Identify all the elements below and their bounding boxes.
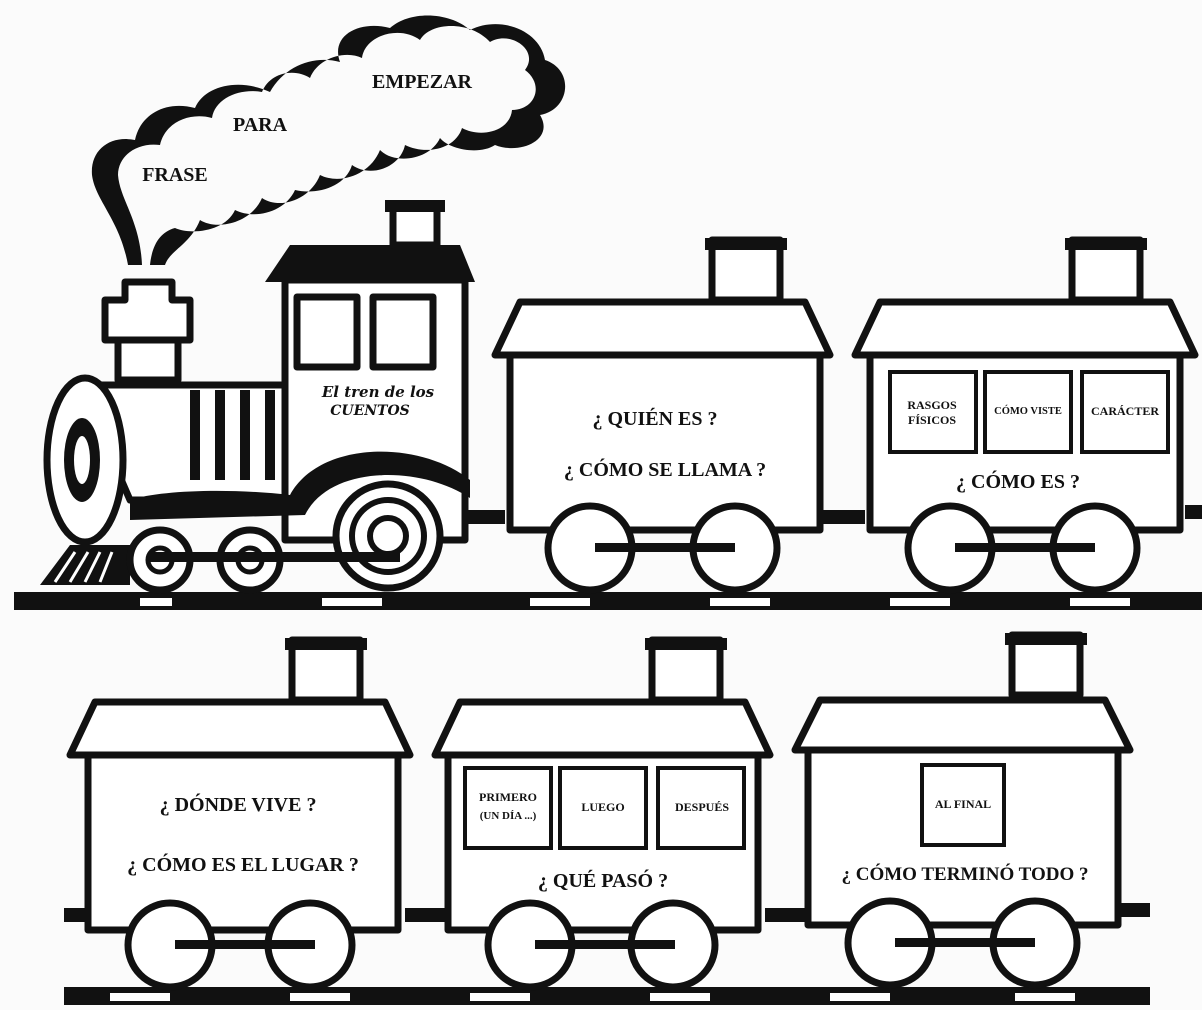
locomotive: El tren de los CUENTOS bbox=[40, 200, 475, 590]
box-character: CARÁCTER bbox=[1091, 404, 1159, 418]
wagon-what-like: RASGOS FÍSICOS CÓMO VISTE CARÁCTER ¿ CÓM… bbox=[855, 238, 1195, 590]
smoke-word-para: PARA bbox=[233, 114, 288, 136]
wagon-who-question-2: ¿ CÓMO SE LLAMA ? bbox=[564, 457, 766, 481]
box-first-line1: PRIMERO bbox=[479, 790, 537, 804]
wagon-ending-question: ¿ CÓMO TERMINÓ TODO ? bbox=[841, 863, 1088, 885]
wagon-ending: AL FINAL ¿ CÓMO TERMINÓ TODO ? bbox=[795, 633, 1130, 985]
wagon-what-like-question: ¿ CÓMO ES ? bbox=[956, 469, 1080, 493]
box-first-line2: (UN DÍA ...) bbox=[480, 810, 537, 822]
locomotive-title-line2: CUENTOS bbox=[330, 403, 410, 419]
wagon-where-question-2: ¿ CÓMO ES EL LUGAR ? bbox=[127, 852, 359, 876]
box-physical-traits-line1: RASGOS bbox=[907, 398, 957, 412]
wagon-what-happened: PRIMERO (UN DÍA ...) LUEGO DESPUÉS ¿ QUÉ… bbox=[435, 638, 770, 987]
wagon-where: ¿ DÓNDE VIVE ? ¿ CÓMO ES EL LUGAR ? bbox=[70, 638, 410, 987]
locomotive-title-line1: El tren de los bbox=[321, 383, 435, 401]
box-physical-traits-line2: FÍSICOS bbox=[908, 413, 956, 427]
smoke-cloud: FRASE PARA EMPEZAR bbox=[92, 15, 565, 265]
smoke-word-empezar: EMPEZAR bbox=[372, 71, 473, 93]
box-at-the-end: AL FINAL bbox=[935, 797, 991, 811]
wagon-what-happened-question: ¿ QUÉ PASÓ ? bbox=[538, 868, 668, 892]
wagon-who: ¿ QUIÉN ES ? ¿ CÓMO SE LLAMA ? bbox=[495, 238, 830, 590]
wagon-where-question-1: ¿ DÓNDE VIVE ? bbox=[160, 792, 317, 816]
smoke-word-frase: FRASE bbox=[142, 164, 208, 186]
box-clothing: CÓMO VISTE bbox=[994, 405, 1062, 417]
wagon-who-question-1: ¿ QUIÉN ES ? bbox=[592, 407, 717, 430]
box-after: DESPUÉS bbox=[675, 800, 729, 814]
box-then: LUEGO bbox=[581, 800, 624, 814]
